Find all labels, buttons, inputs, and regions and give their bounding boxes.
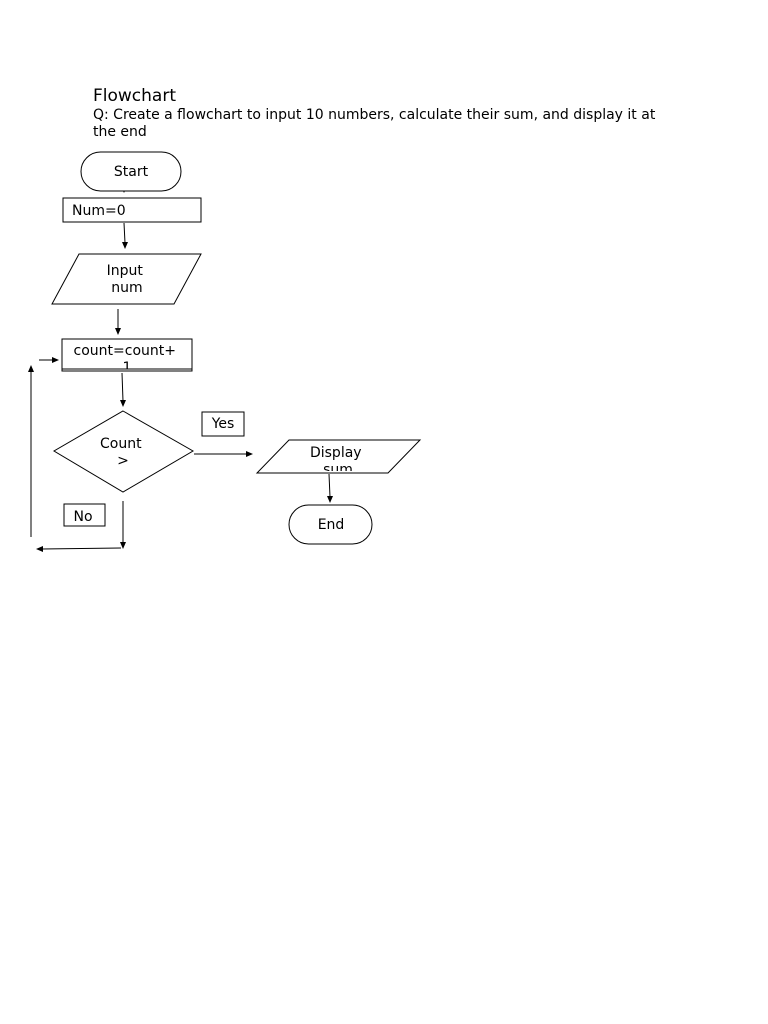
- yes-branch-tag: Yes: [201, 411, 245, 437]
- display-io-parallelogram: Display sum: [255, 439, 422, 478]
- yes-tag-label: Yes: [211, 416, 235, 432]
- connector-display-to-end: [327, 473, 333, 503]
- connector-decision-no-loop: [28, 357, 126, 552]
- init-process-box: Num=0: [62, 197, 202, 223]
- input-label: Input num: [107, 263, 148, 296]
- start-terminal: Start: [80, 151, 182, 192]
- increment-process-box: count=count+ 1: [61, 338, 193, 376]
- display-label: Display sum: [310, 445, 366, 478]
- connector-init-to-input: [122, 222, 128, 249]
- start-label: Start: [114, 164, 149, 180]
- end-terminal: End: [288, 504, 373, 545]
- connector-decision-to-display: [194, 451, 253, 457]
- connector-input-to-increment: [115, 309, 121, 335]
- page-title: Flowchart: [93, 86, 176, 106]
- input-io-parallelogram: Input num: [51, 253, 202, 305]
- no-tag-label: No: [73, 509, 92, 525]
- decision-diamond: Count >: [53, 410, 194, 493]
- increment-label: count=count+ 1: [74, 343, 181, 376]
- end-label: End: [318, 517, 345, 533]
- no-branch-tag: No: [63, 503, 106, 527]
- decision-label: Count >: [100, 436, 146, 469]
- question-text: Q: Create a flowchart to input 10 number…: [93, 107, 656, 140]
- init-label: Num=0: [72, 203, 126, 219]
- connector-increment-to-decision: [120, 372, 126, 407]
